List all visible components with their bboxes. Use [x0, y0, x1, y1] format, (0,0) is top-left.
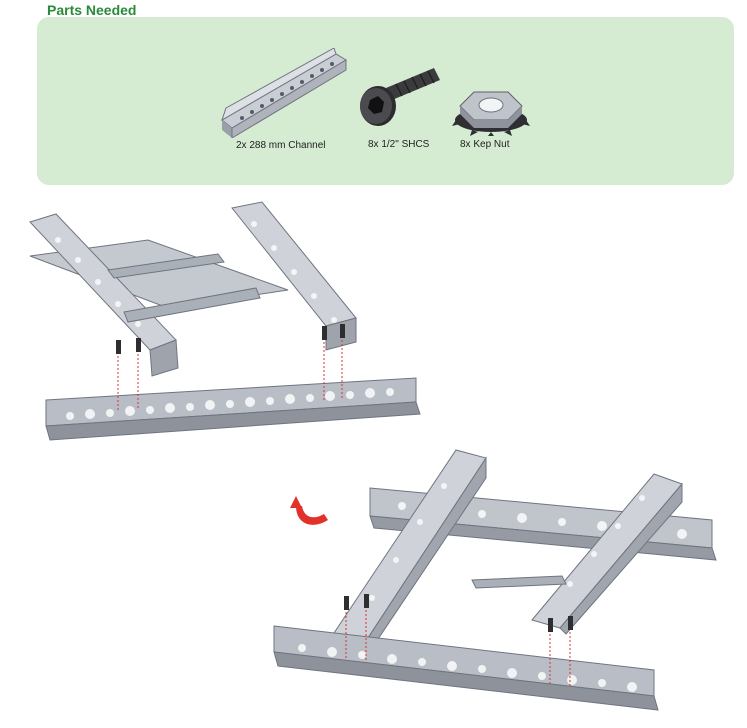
channel-frame-assembly-icon — [29, 201, 421, 441]
rotated-frame-assembly-icon — [273, 449, 717, 711]
rotate-arrow-icon — [290, 496, 328, 525]
part-label-channel: 2x 288 mm Channel — [236, 140, 326, 151]
socket-head-screw-icon — [360, 68, 440, 126]
channel-icon — [221, 48, 347, 138]
parts-needed-title: Parts Needed — [47, 2, 137, 18]
part-label-kep-nut: 8x Kep Nut — [460, 139, 510, 150]
part-label-shcs: 8x 1/2" SHCS — [368, 139, 430, 150]
kep-nut-icon — [452, 91, 530, 136]
